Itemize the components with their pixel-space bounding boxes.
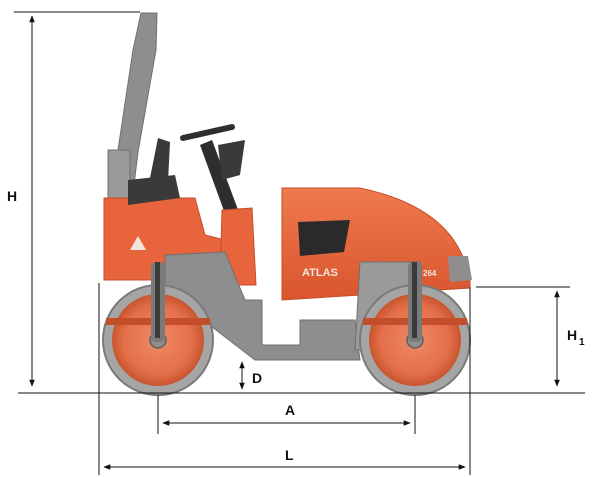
seat-back [150,138,170,182]
front-cap [448,256,472,282]
seat [128,175,180,205]
steering-wheel [180,124,235,141]
model-text: 264 [423,269,437,278]
hood-vent [298,220,350,256]
brand-text: ATLAS [302,267,338,279]
label-H: H [7,188,17,204]
label-D: D [252,370,262,386]
front-drum [359,262,471,396]
dimension-lines [14,11,585,475]
warning-sticker [130,236,146,250]
label-A: A [285,402,295,418]
label-L: L [285,447,294,463]
steering-column [200,140,240,222]
roller-machine: ATLAS 264 [102,12,472,396]
label-H1-subscript: 1 [579,337,585,348]
label-H1: H [567,327,577,343]
dashboard [218,140,245,180]
